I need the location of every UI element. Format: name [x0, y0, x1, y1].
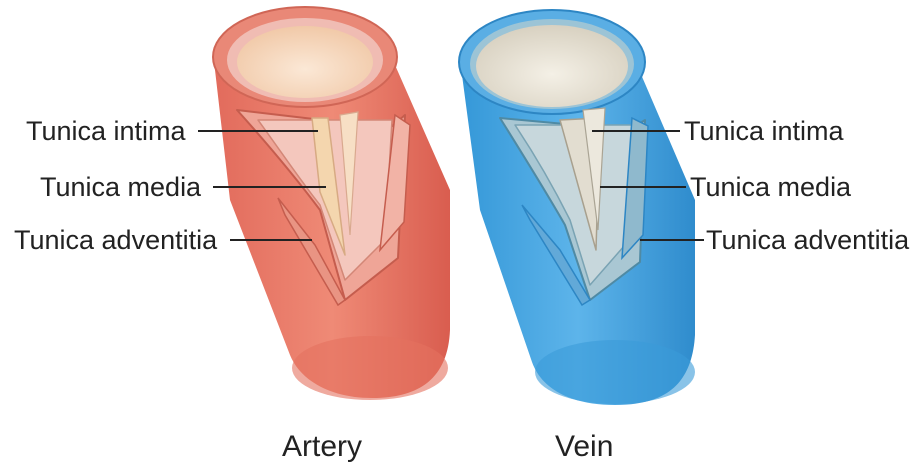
- vein-label-media: Tunica media: [690, 172, 852, 202]
- vein-label-adventitia: Tunica adventitia: [706, 225, 910, 255]
- artery-label-media: Tunica media: [40, 172, 202, 202]
- artery-illustration: [213, 7, 450, 400]
- vein-caption: Vein: [555, 430, 613, 463]
- vein-label-intima: Tunica intima: [684, 116, 845, 146]
- vein-lumen: [476, 25, 628, 107]
- vein-illustration: [459, 10, 695, 405]
- artery-caption: Artery: [282, 430, 362, 463]
- artery-lumen: [237, 26, 373, 98]
- artery-label-adventitia: Tunica adventitia: [14, 225, 218, 255]
- artery-label-intima: Tunica intima: [26, 116, 187, 146]
